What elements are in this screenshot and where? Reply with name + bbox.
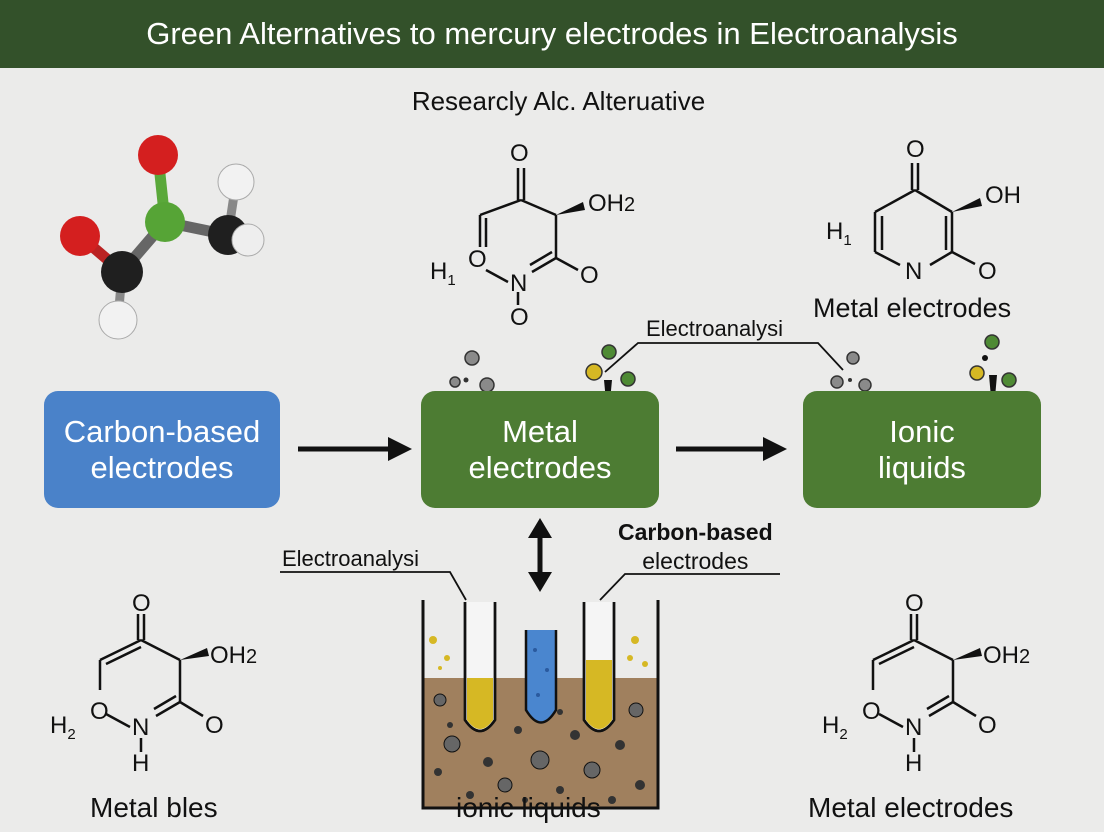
- atom-label: O: [90, 698, 109, 725]
- atom-label: OH2: [983, 642, 1031, 669]
- callout-line: [604, 342, 844, 373]
- atom-label: O: [510, 140, 529, 167]
- atom-label: O: [510, 304, 529, 331]
- atom-label: OH2: [588, 190, 636, 217]
- atom-oxygen: [60, 216, 100, 256]
- label-electroanalysi-top: Electroanalysi: [646, 316, 783, 341]
- atom-hydrogen: [98, 300, 138, 340]
- atom-label: H1: [826, 218, 852, 249]
- atom-label: O: [905, 590, 924, 617]
- structure-bottom-left: [98, 614, 209, 752]
- atom-label: H: [905, 750, 923, 777]
- label-electroanalysi-left: Electroanalysi: [282, 546, 419, 571]
- atom-label: O: [978, 712, 997, 739]
- atom-label: H1: [430, 258, 456, 289]
- arrow-right: [298, 437, 412, 461]
- page-title: Green Alternatives to mercury electrodes…: [0, 0, 1104, 68]
- atom-label: OH2: [210, 642, 258, 669]
- label-bottom-left: Metal bles: [90, 792, 218, 823]
- label-metal-electrodes-top: Metal electrodes: [813, 293, 1012, 323]
- atom-label: N: [905, 258, 923, 285]
- ball-stick-molecule: [60, 135, 265, 340]
- label-bottom-center: ionic liquids: [456, 792, 601, 823]
- subtitle: Researcly Alc. Alteruative: [411, 86, 706, 116]
- atom-label: OH: [985, 182, 1021, 209]
- atom-label: H: [132, 750, 150, 777]
- atom-label: O: [862, 698, 881, 725]
- callout-line: [280, 571, 467, 601]
- atom-hydrogen: [217, 163, 255, 201]
- arrow-right: [676, 437, 787, 461]
- atom-label: O: [906, 136, 925, 163]
- atom-label: N: [905, 714, 923, 741]
- label-carbon-based-right: Carbon-based electrodes: [618, 519, 773, 574]
- atom-label: N: [510, 270, 528, 297]
- structure-bottom-right: [871, 614, 982, 752]
- atom-label: N: [132, 714, 150, 741]
- callout-line: [599, 573, 780, 601]
- structure-top-right: [873, 163, 982, 267]
- structure-top-center: [478, 168, 585, 305]
- atom-label: O: [205, 712, 224, 739]
- atom-label: O: [468, 246, 487, 273]
- atom-label: O: [132, 590, 151, 617]
- atom-green: [145, 202, 185, 242]
- beaker-illustration: [421, 600, 660, 810]
- double-arrow-vertical: [528, 518, 552, 592]
- label-bottom-right: Metal electrodes: [808, 792, 1014, 823]
- atom-carbon: [101, 251, 143, 293]
- atom-oxygen: [138, 135, 178, 175]
- atom-hydrogen: [231, 223, 265, 257]
- atom-label: H2: [50, 712, 76, 743]
- atom-label: H2: [822, 712, 848, 743]
- atom-label: O: [580, 262, 599, 289]
- atom-label: O: [978, 258, 997, 285]
